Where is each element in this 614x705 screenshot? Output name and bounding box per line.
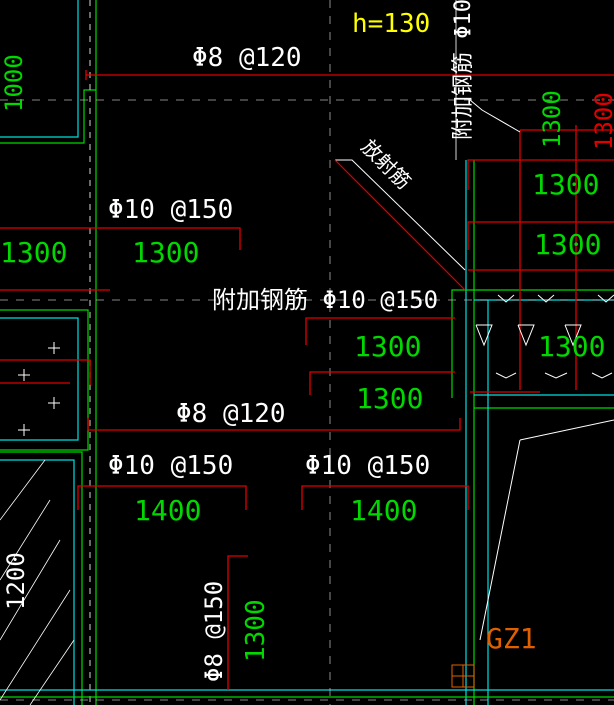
rebar-150-bl-label: Φ10 @150 — [108, 451, 233, 481]
rebar-150-left-label: Φ10 @150 — [108, 195, 233, 225]
hatch-pattern — [0, 459, 75, 705]
angled-note-label: 放射筋 — [356, 135, 415, 194]
rebar-120-top-label: Φ8 @120 — [192, 43, 302, 73]
len-1300-left-b: 1300 — [132, 236, 199, 269]
leader-lines — [335, 99, 614, 641]
cut-line — [334, 159, 466, 291]
h-value-label: h=130 — [352, 9, 430, 39]
cross-marks — [18, 342, 60, 436]
column-box — [451, 664, 475, 688]
len-1300-mid-a: 1300 — [354, 330, 421, 363]
len-left-vert-bottom: 1200 — [2, 552, 30, 610]
len-1300-right-b: 1300 — [534, 228, 601, 261]
len-1300-vert-bottom: 1300 — [241, 599, 271, 662]
len-left-edge-top: 1000 — [0, 54, 28, 112]
extra-rebar-label: 附加钢筋 Φ10 @150 — [212, 286, 438, 314]
len-1400-right: 1400 — [350, 494, 417, 527]
len-1300-right-top-b: 1300 — [590, 92, 614, 150]
column-tag-label: GZ1 — [486, 622, 537, 655]
top-vertical-rebar-label: 附加钢筋 Φ10 — [451, 0, 476, 140]
triangle-marks — [475, 294, 614, 379]
len-1300-right-c: 1300 — [538, 330, 605, 363]
len-1300-left-a: 1300 — [0, 236, 67, 269]
len-1300-right-top-a: 1300 — [538, 90, 566, 148]
rebar-vert-bottom-label: Φ8 @150 — [200, 581, 228, 682]
len-1300-mid-b: 1300 — [356, 382, 423, 415]
len-1300-right-a: 1300 — [532, 168, 599, 201]
rebar-lines — [0, 70, 614, 690]
rebar-120-mid-label: Φ8 @120 — [176, 399, 286, 429]
len-1400-left: 1400 — [134, 494, 201, 527]
rebar-150-br-label: Φ10 @150 — [305, 451, 430, 481]
